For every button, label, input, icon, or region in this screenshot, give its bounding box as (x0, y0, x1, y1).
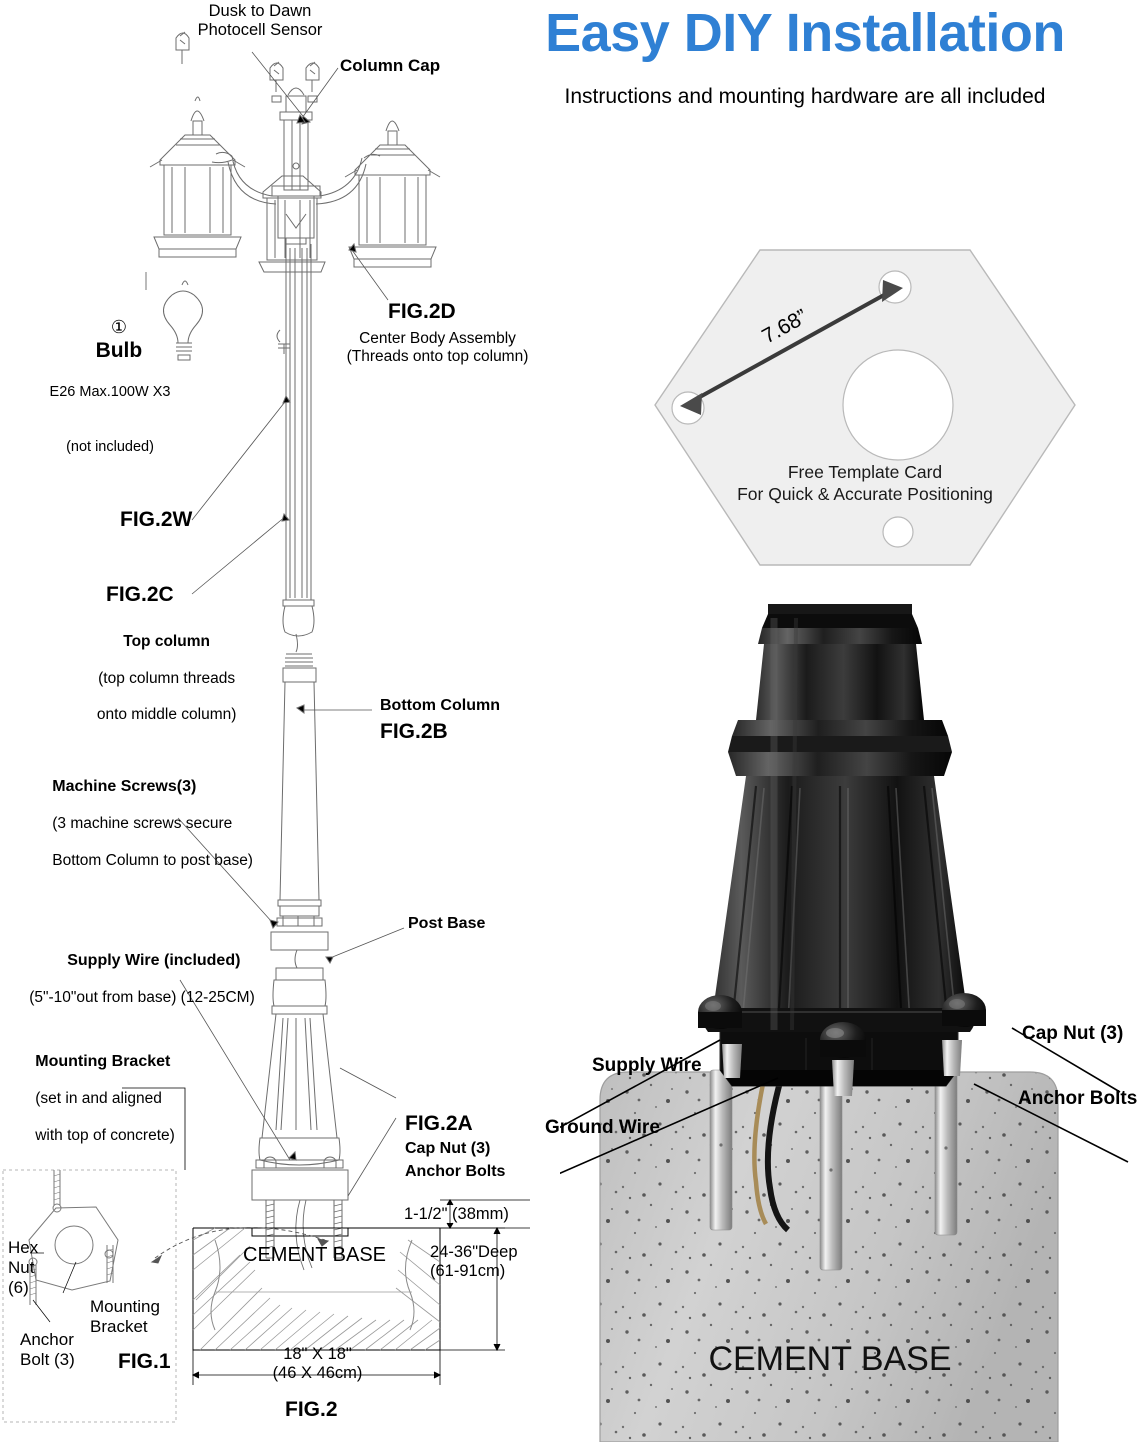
card-line1: Free Template Card (788, 462, 942, 482)
arrowhead-lower (680, 393, 702, 415)
dimension-line (697, 293, 885, 400)
cap-nuts (698, 993, 986, 1058)
photo-supply-wire-label: Supply Wire (592, 1055, 702, 1076)
bulb-marker-icon: ① (110, 316, 127, 337)
photo-anchor-bolts-label: Anchor Bolts (1018, 1088, 1138, 1109)
card-line2: For Quick & Accurate Positioning (737, 484, 993, 504)
machine-screws-description: Machine Screws(3) (3 machine screws secu… (52, 778, 253, 869)
fig2-label: FIG.2 (285, 1398, 338, 1421)
column-cap-label: Column Cap (340, 56, 441, 75)
wires (752, 1067, 791, 1233)
fig2d-description: Center Body Assembly(Threads onto top co… (346, 330, 529, 366)
page-title: Easy DIY Installation (545, 3, 1065, 63)
photo-ground-wire-label: Ground Wire (545, 1117, 660, 1138)
fig2a-label: FIG.2A (405, 1112, 473, 1135)
anchor-bolt-shafts (709, 1069, 958, 1271)
page-subtitle: Instructions and mounting hardware are a… (564, 85, 1046, 108)
supply-wire-description: Supply Wire (included) (5"-10"out from b… (29, 952, 255, 1007)
post-base-label: Post Base (408, 915, 486, 932)
post-assembly-linedrawing (2, 31, 530, 1423)
free-template-card: 7.68” Free Template Card For Quick & Acc… (654, 249, 1076, 566)
fig2d-label: FIG.2D (388, 300, 456, 323)
top-column-description: Top column (top column threads onto midd… (96, 633, 237, 724)
fig2w-label: FIG.2W (120, 508, 193, 531)
mounting-bracket-description: Mounting Bracket (set in and aligned wit… (35, 1053, 175, 1144)
bottom-column-label: Bottom Column (380, 697, 500, 714)
photo-leader-lines (560, 1027, 1129, 1175)
base-width-dimension: 18" X 18"(46 X 46cm) (272, 1345, 363, 1383)
post-base-column (702, 604, 976, 1032)
arrowhead-upper (882, 280, 903, 302)
cement-base-label-drawing: CEMENT BASE (243, 1244, 386, 1266)
cap-nut-label-drawing: Cap Nut (3) (405, 1140, 491, 1157)
center-hole (842, 349, 954, 461)
bulb-callout: ① Bulb E26 Max.100W X3 (not included) (49, 316, 171, 456)
bolt-hole-bottom (882, 516, 914, 548)
post-base-photo: CEMENT BASE (560, 604, 1129, 1442)
fig2c-label: FIG.2C (106, 583, 174, 606)
base-thickness-dimension: 1-1/2" (38mm) (404, 1205, 509, 1223)
photo-cap-nut-label: Cap Nut (3) (1022, 1023, 1124, 1044)
anchor-bolts-label-drawing: Anchor Bolts (405, 1163, 506, 1180)
fig1-label: FIG.1 (118, 1350, 171, 1373)
anchor-bolt-tips (722, 1040, 962, 1096)
fig2b-label: FIG.2B (380, 720, 448, 743)
base-depth-dimension: 24-36"Deep(61-91cm) (430, 1243, 518, 1281)
photo-cement-base-label: CEMENT BASE (708, 1340, 951, 1378)
